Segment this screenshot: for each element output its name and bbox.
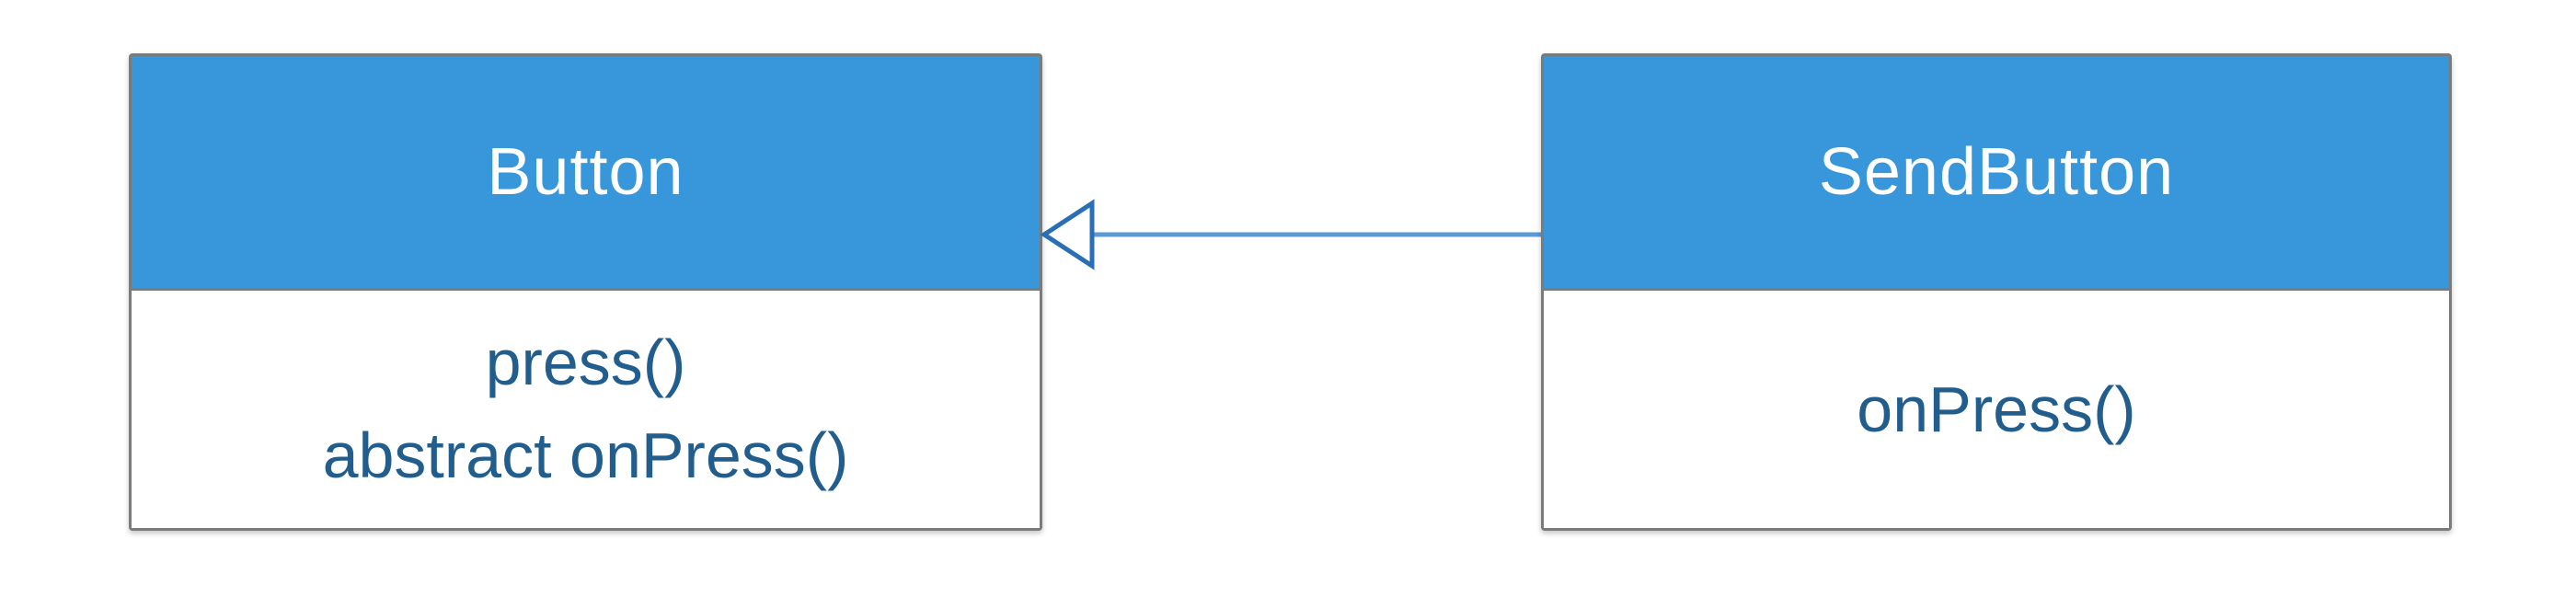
- method-press: press(): [485, 327, 686, 398]
- class-name-sendbutton: SendButton: [1818, 135, 2175, 209]
- method-abstract-onpress: abstract onPress(): [322, 419, 849, 491]
- class-box-button: Button press() abstract onPress(): [129, 53, 1042, 531]
- class-box-sendbutton: SendButton onPress(): [1541, 53, 2452, 531]
- class-header-sendbutton: SendButton: [1544, 56, 2449, 291]
- class-body-sendbutton: onPress(): [1544, 291, 2449, 528]
- class-body-button: press() abstract onPress(): [132, 291, 1040, 528]
- class-name-button: Button: [487, 135, 684, 209]
- hollow-triangle-arrowhead-icon: [1040, 199, 1095, 270]
- class-header-button: Button: [132, 56, 1040, 291]
- method-onpress: onPress(): [1857, 373, 2136, 445]
- inheritance-arrow: [1040, 199, 1541, 270]
